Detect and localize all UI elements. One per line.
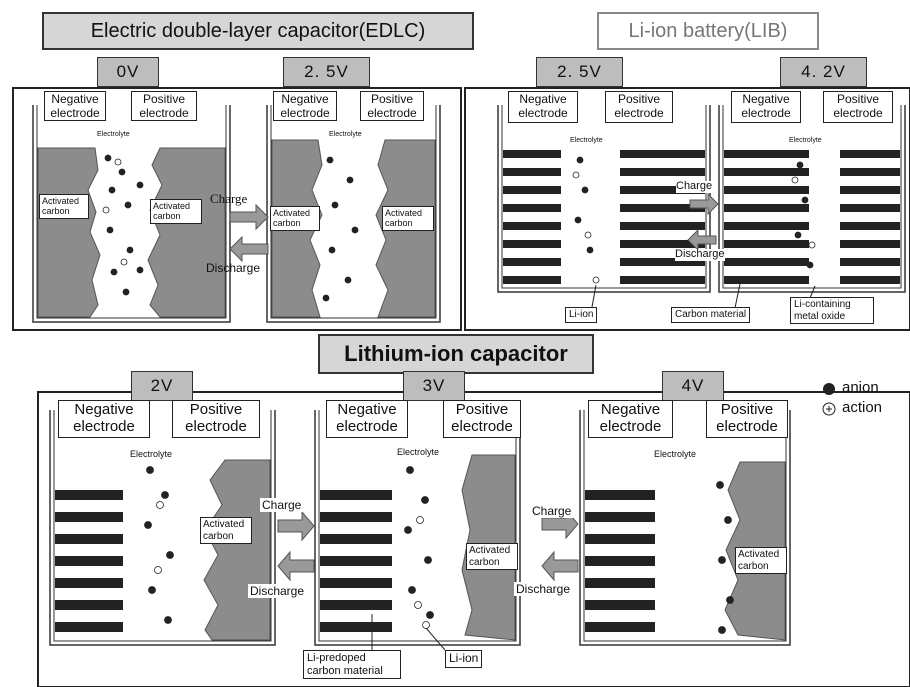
lic-cell-4v xyxy=(580,410,790,645)
li-ion-label: Li-ion xyxy=(565,307,597,323)
negative-electrode-label: Negative electrode xyxy=(44,91,106,121)
charge-label: Charge xyxy=(530,504,573,518)
negative-electrode-label: Negative electrode xyxy=(731,91,801,123)
discharge-label: Discharge xyxy=(248,584,306,598)
positive-electrode-label: Positive electrode xyxy=(605,91,673,123)
charge-label: Charge xyxy=(210,192,247,206)
discharge-label: Discharge xyxy=(675,249,725,261)
lic-title: Lithium-ion capacitor xyxy=(318,334,594,374)
lic-voltage-4v: 4V xyxy=(662,371,724,401)
carbon-material-label: Carbon material xyxy=(671,307,750,323)
electrolyte-label: Electrolyte xyxy=(654,450,696,459)
activated-carbon-label: Activated carbon xyxy=(200,517,252,544)
electrolyte-label: Electrolyte xyxy=(789,137,822,144)
li-containing-metal-oxide-label: Li-containing metal oxide xyxy=(790,297,874,324)
lic-cell-3v xyxy=(315,410,520,645)
lib-title: Li-ion battery(LIB) xyxy=(597,12,819,50)
charge-label: Charge xyxy=(260,498,303,512)
lib-voltage-4_2v: 4. 2V xyxy=(780,57,867,87)
electrolyte-label: Electrolyte xyxy=(329,131,362,138)
anion-legend-icon xyxy=(823,383,835,395)
positive-electrode-label: Positive electrode xyxy=(172,400,260,438)
negative-electrode-label: Negative electrode xyxy=(508,91,578,123)
discharge-arrow xyxy=(542,552,578,580)
lic-voltage-2v: 2V xyxy=(131,371,193,401)
activated-carbon-label: Activated carbon xyxy=(382,206,434,231)
charge-arrow xyxy=(230,205,268,229)
edlc-voltage-2_5v: 2. 5V xyxy=(283,57,370,87)
activated-carbon-label: Activated carbon xyxy=(150,199,202,224)
activated-carbon-label: Activated carbon xyxy=(39,194,89,219)
negative-electrode-label: Negative electrode xyxy=(273,91,337,121)
edlc-voltage-0v: 0V xyxy=(97,57,159,87)
edlc-title: Electric double-layer capacitor(EDLC) xyxy=(42,12,474,50)
charge-label: Charge xyxy=(676,181,712,193)
negative-electrode-shape xyxy=(38,148,100,317)
electrolyte-label: Electrolyte xyxy=(570,137,603,144)
discharge-label: Discharge xyxy=(206,262,260,275)
negative-electrode-label: Negative electrode xyxy=(588,400,673,438)
cation-legend-label: action xyxy=(842,400,882,416)
positive-electrode-label: Positive electrode xyxy=(823,91,893,123)
discharge-arrow xyxy=(278,552,314,580)
negative-electrode-label: Negative electrode xyxy=(326,400,408,438)
lic-voltage-3v: 3V xyxy=(403,371,465,401)
lib-voltage-2_5v: 2. 5V xyxy=(536,57,623,87)
positive-electrode-shape xyxy=(148,148,225,317)
discharge-label: Discharge xyxy=(514,582,572,596)
positive-electrode-label: Positive electrode xyxy=(706,400,788,438)
li-predoped-carbon-material-label: Li-predoped carbon material xyxy=(303,650,401,679)
positive-electrode-label: Positive electrode xyxy=(443,400,521,438)
discharge-arrow xyxy=(230,237,268,261)
positive-electrode-label: Positive electrode xyxy=(360,91,424,121)
activated-carbon-label: Activated carbon xyxy=(270,206,320,231)
electrolyte-label: Electrolyte xyxy=(397,448,439,457)
electrolyte-label: Electrolyte xyxy=(97,131,130,138)
positive-electrode-shape xyxy=(204,460,270,640)
cation-legend-icon xyxy=(823,403,835,415)
electrolyte-label: Electrolyte xyxy=(130,450,172,459)
li-ion-label: Li-ion xyxy=(445,650,482,668)
activated-carbon-label: Activated carbon xyxy=(466,543,518,570)
lib-cell-2_5v xyxy=(498,105,710,292)
positive-electrode-label: Positive electrode xyxy=(131,91,197,121)
charge-arrow xyxy=(278,512,314,540)
activated-carbon-label: Activated carbon xyxy=(735,547,787,574)
anion-legend-label: anion xyxy=(842,380,879,396)
negative-electrode-label: Negative electrode xyxy=(58,400,150,438)
